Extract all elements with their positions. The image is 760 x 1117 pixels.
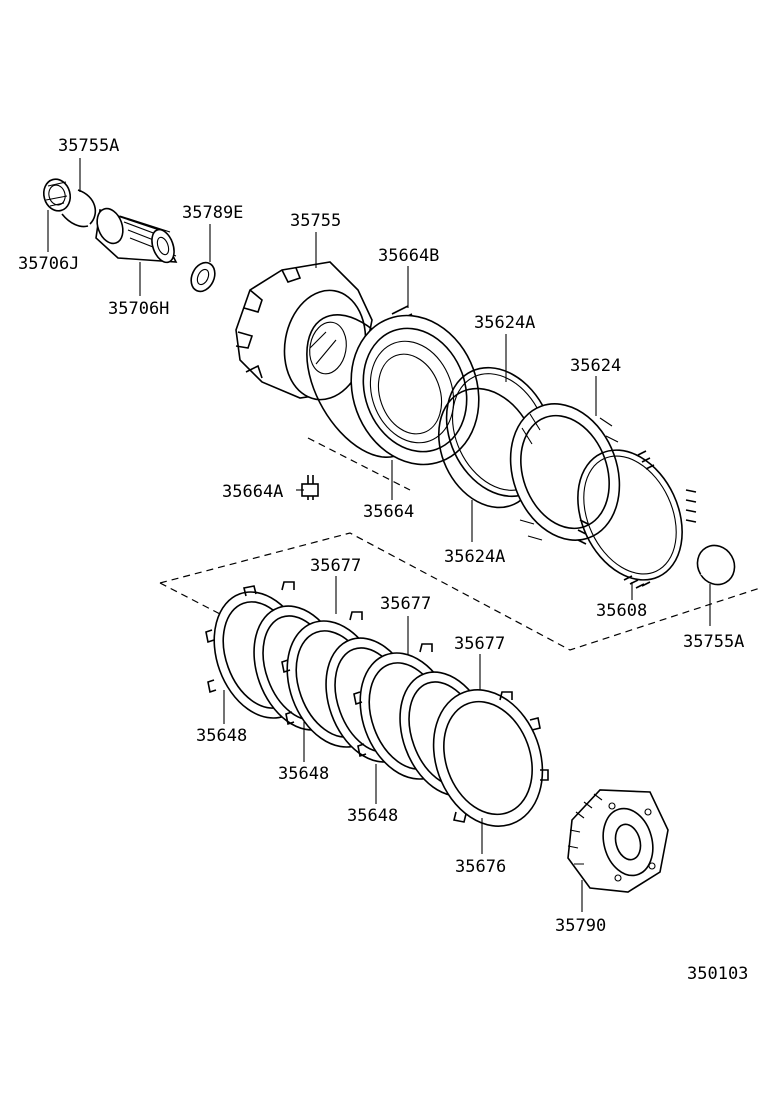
label-35624a-upper: 35624A [474, 313, 535, 333]
part-35755a-snap-ring-lower [696, 544, 736, 586]
label-35706j: 35706J [18, 254, 79, 274]
part-35706j-bearing [42, 178, 72, 212]
label-35755a-upper: 35755A [58, 136, 119, 156]
part-35755-clutch-drum [235, 261, 373, 401]
part-labels: 35755A 35706J 35706H 35789E 35755 35664B… [18, 136, 748, 984]
label-35789e: 35789E [182, 203, 243, 223]
label-35624a-lower: 35624A [444, 547, 505, 567]
label-35624: 35624 [570, 356, 621, 376]
label-35755: 35755 [290, 211, 341, 231]
label-35677-1: 35677 [310, 556, 361, 576]
label-35608: 35608 [596, 601, 647, 621]
label-35677-2: 35677 [380, 594, 431, 614]
label-35648-3: 35648 [347, 806, 398, 826]
label-35664b: 35664B [378, 246, 439, 266]
leader-lines [47, 158, 711, 912]
part-35706h-shaft [95, 207, 178, 264]
part-35608-return-spring [577, 449, 697, 589]
label-35706h: 35706H [108, 299, 169, 319]
label-35755a-lower: 35755A [683, 632, 744, 652]
label-35648-2: 35648 [278, 764, 329, 784]
part-35676-flange [432, 689, 549, 827]
group-boundary-lines [159, 437, 760, 651]
label-35648-1: 35648 [196, 726, 247, 746]
label-35664: 35664 [363, 502, 414, 522]
drawing-number: 350103 [687, 964, 748, 984]
label-35677-3: 35677 [454, 634, 505, 654]
part-35624-spring-retainer [509, 403, 621, 541]
part-35790-hub [567, 789, 669, 893]
label-35790: 35790 [555, 916, 606, 936]
label-35664a: 35664A [222, 482, 283, 502]
part-35664a-bolt [301, 475, 319, 500]
part-35755a-snap-ring-upper [61, 189, 97, 228]
part-35789e-washer [190, 261, 216, 293]
label-35676: 35676 [455, 857, 506, 877]
